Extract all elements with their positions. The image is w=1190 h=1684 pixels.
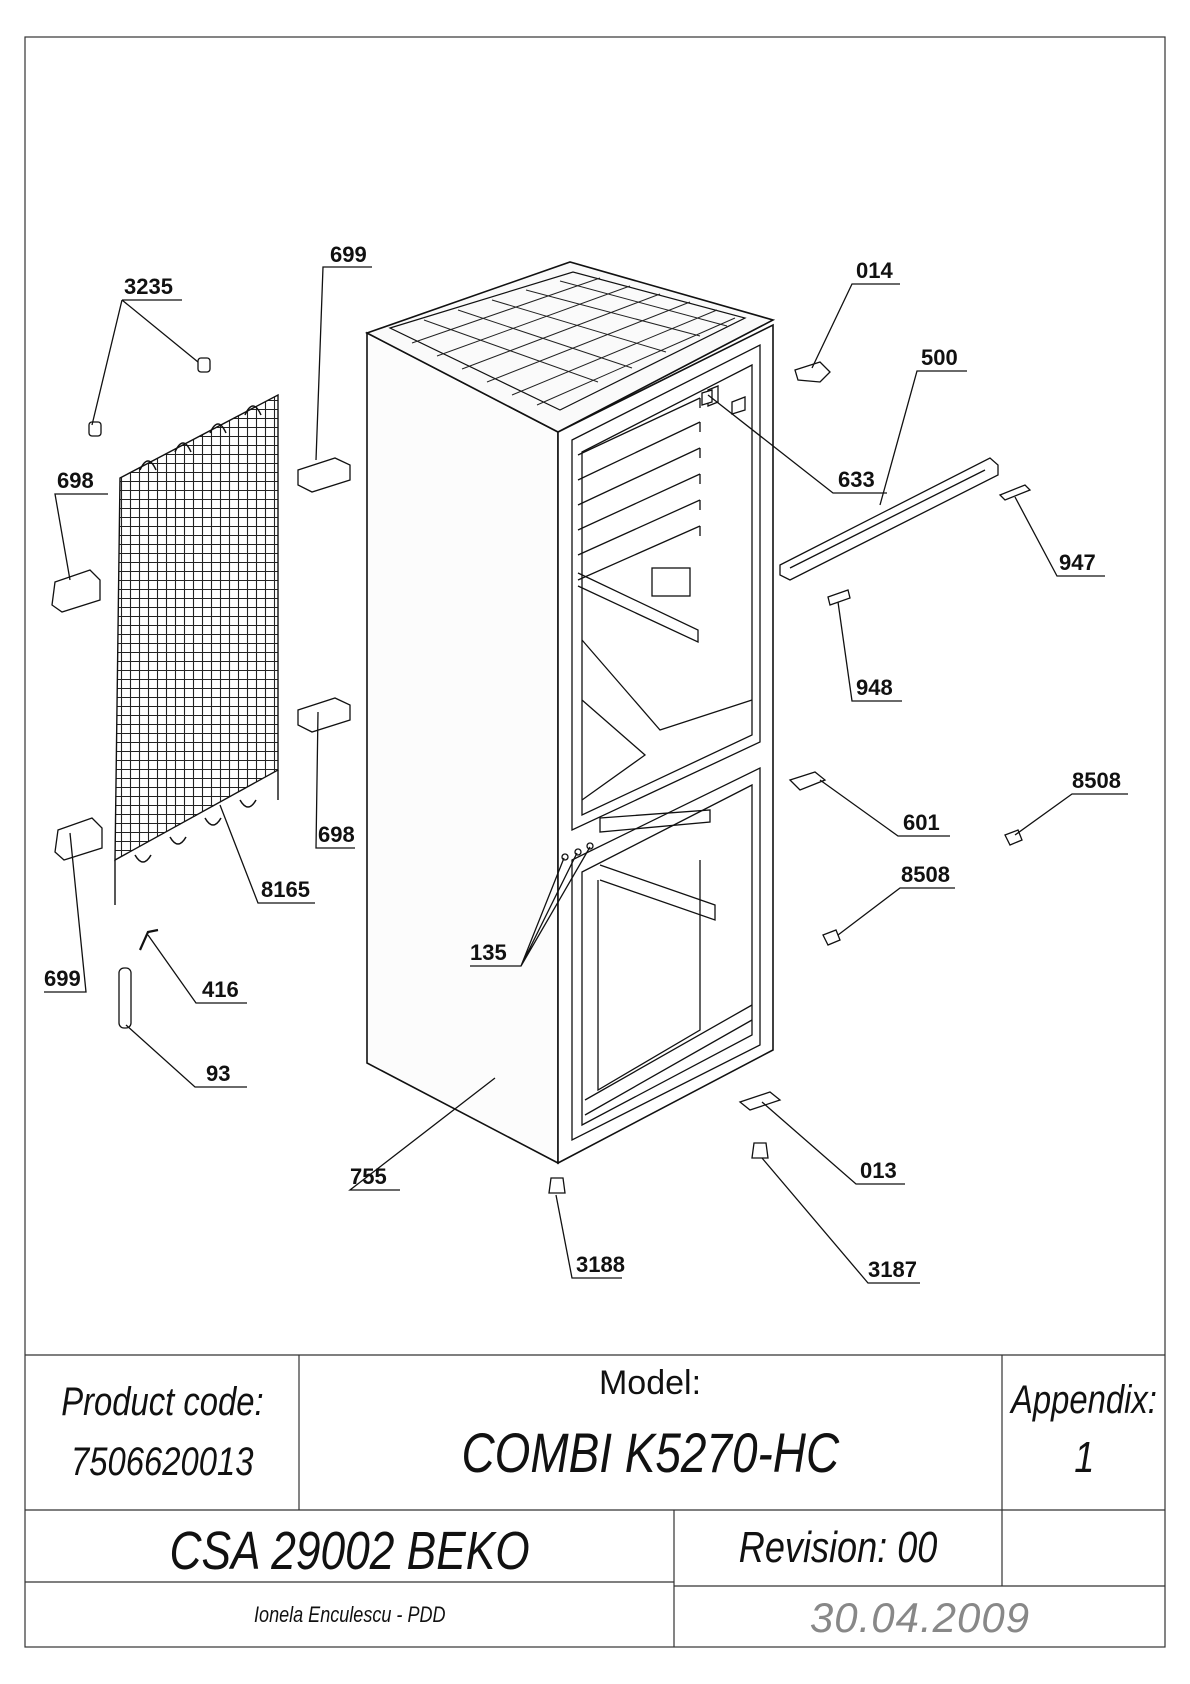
- callout-labels: 3235 699 698 698 699 8165 416 93 755 014…: [44, 242, 1121, 1282]
- label-699-bottom: 699: [44, 966, 81, 991]
- label-698-left: 698: [57, 468, 94, 493]
- appendix-value: 1: [1073, 1433, 1095, 1482]
- callout-leaders: [44, 266, 1128, 1284]
- cabinet-body: [364, 261, 776, 1165]
- product-code-value: 7506620013: [71, 1439, 254, 1484]
- label-3187: 3187: [868, 1257, 917, 1282]
- label-135: 135: [470, 940, 507, 965]
- date: 30.04.2009: [809, 1594, 1031, 1641]
- product-code-label: Product code:: [61, 1379, 264, 1424]
- author: Ionela Enculescu - PDD: [254, 1602, 446, 1627]
- model-label: Model:: [598, 1363, 702, 1402]
- label-699-top: 699: [330, 242, 367, 267]
- appendix-label: Appendix:: [1011, 1377, 1157, 1422]
- freezer-compartment: [571, 766, 761, 1142]
- sheet-border: [24, 36, 1166, 1648]
- fridge-compartment: [571, 343, 761, 832]
- model-value: COMBI K5270-HC: [461, 1421, 839, 1484]
- small-parts: [51, 357, 1032, 1194]
- label-93: 93: [206, 1061, 230, 1086]
- label-948: 948: [856, 675, 893, 700]
- label-416: 416: [202, 977, 239, 1002]
- condenser-coil: [114, 393, 279, 905]
- label-3235: 3235: [124, 274, 173, 299]
- label-8508-right: 8508: [1072, 768, 1121, 793]
- label-014: 014: [856, 258, 893, 283]
- title-block-grid: [25, 1354, 1165, 1647]
- label-947: 947: [1059, 550, 1096, 575]
- label-8508-center: 8508: [901, 862, 950, 887]
- top-lid-grid: [411, 277, 736, 406]
- label-698-right: 698: [318, 822, 355, 847]
- label-8165: 8165: [261, 877, 310, 902]
- label-633: 633: [838, 467, 875, 492]
- label-500: 500: [921, 345, 958, 370]
- document-number: CSA 29002 BEKO: [169, 1521, 531, 1581]
- label-3188: 3188: [576, 1252, 625, 1277]
- label-013: 013: [860, 1158, 897, 1183]
- label-601: 601: [903, 810, 940, 835]
- revision: Revision: 00: [739, 1523, 938, 1572]
- label-755: 755: [350, 1164, 387, 1189]
